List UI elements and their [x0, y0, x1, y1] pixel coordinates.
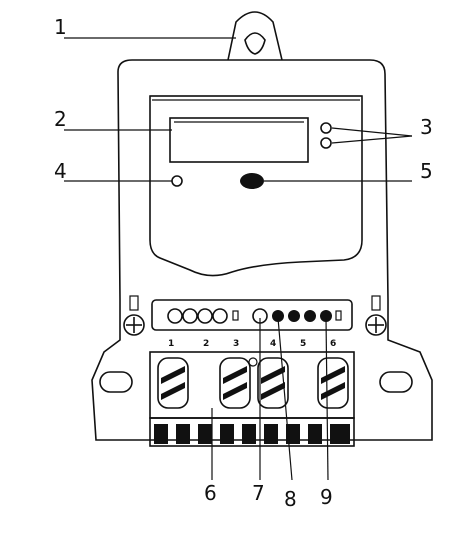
callout-5: 5: [420, 159, 433, 183]
terminal-number-labels: 1 2 3 4 5 6: [168, 339, 336, 349]
indicator-led-bottom: [320, 137, 332, 149]
callout-7: 7: [252, 481, 265, 505]
callout-4: 4: [54, 159, 67, 183]
terminal-number: 4: [270, 339, 276, 349]
terminal-number: 3: [233, 339, 239, 349]
mounting-slot-left: [99, 371, 133, 393]
callout-8: 8: [284, 487, 297, 511]
hanging-hook: [227, 11, 283, 61]
callout-1: 1: [54, 15, 67, 39]
callout-3: 3: [420, 115, 433, 139]
callout-2: 2: [54, 107, 67, 131]
callout-9: 9: [320, 485, 333, 509]
terminal-top-strip: [151, 299, 353, 331]
terminal-number: 5: [300, 339, 306, 349]
terminal-number: 2: [203, 339, 209, 349]
indicator-led-top: [320, 122, 332, 134]
terminal-number: 1: [168, 339, 174, 349]
terminal-number: 6: [330, 339, 336, 349]
mounting-screw-left: [123, 295, 145, 336]
lcd-display: [169, 117, 309, 163]
mounting-screw-right: [365, 295, 387, 336]
leader-lines: [64, 37, 413, 481]
callout-6: 6: [204, 481, 217, 505]
terminal-block: [149, 351, 355, 447]
test-port: [171, 175, 183, 187]
mounting-slot-right: [379, 371, 413, 393]
cover-window: [149, 95, 363, 277]
infrared-port: [240, 173, 264, 189]
